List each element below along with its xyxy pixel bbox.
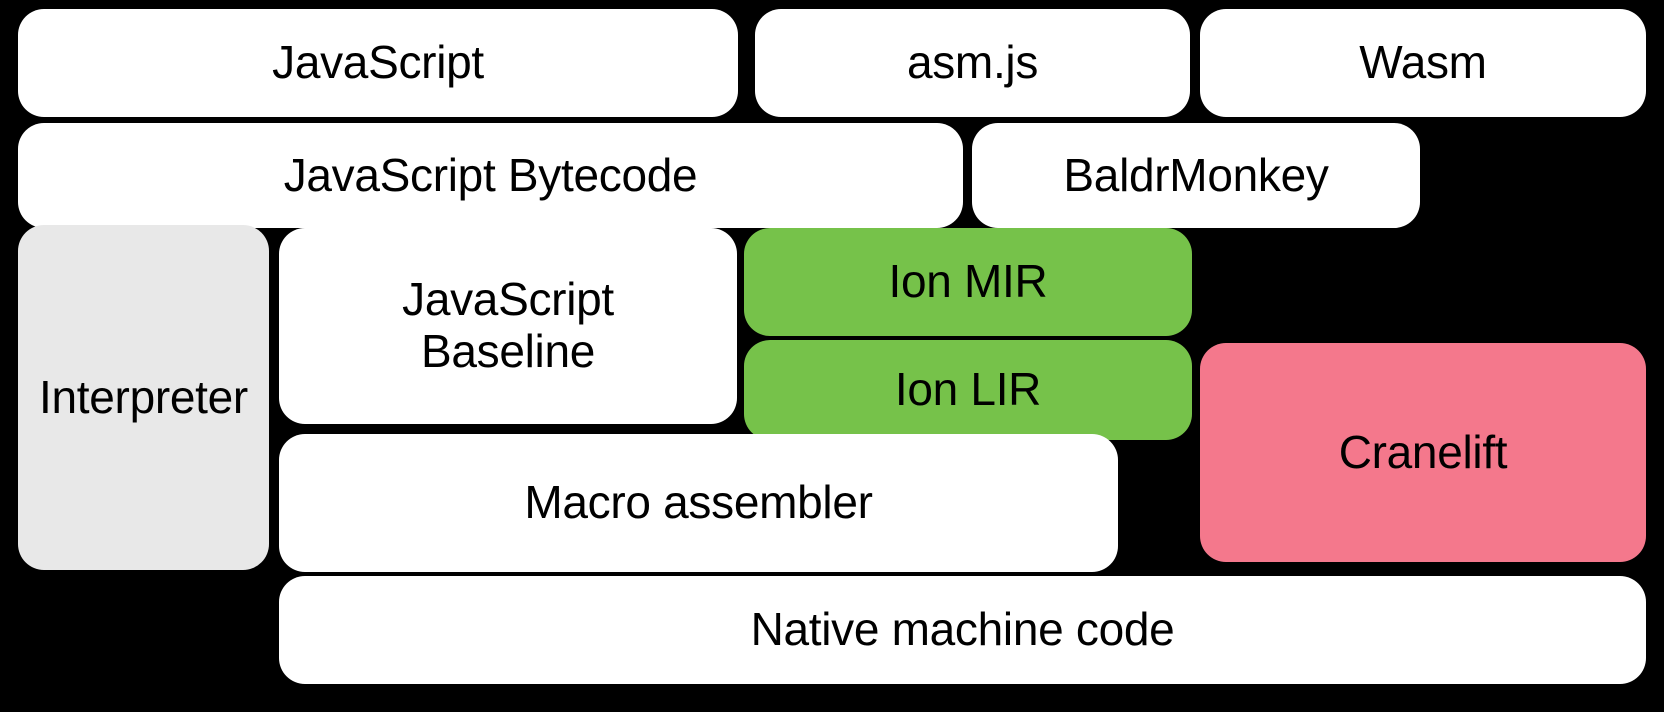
node-asm-js: asm.js bbox=[755, 9, 1190, 117]
node-javascript: JavaScript bbox=[18, 9, 738, 117]
node-native-machine-code: Native machine code bbox=[279, 576, 1646, 684]
node-ion-mir: Ion MIR bbox=[744, 228, 1192, 336]
node-wasm: Wasm bbox=[1200, 9, 1646, 117]
node-ion-lir: Ion LIR bbox=[744, 340, 1192, 440]
node-baldrmonkey: BaldrMonkey bbox=[972, 123, 1420, 228]
node-macro-assembler: Macro assembler bbox=[279, 434, 1118, 572]
node-cranelift: Cranelift bbox=[1200, 343, 1646, 562]
node-javascript-bytecode: JavaScript Bytecode bbox=[18, 123, 963, 228]
node-javascript-baseline: JavaScript Baseline bbox=[279, 228, 737, 424]
node-interpreter: Interpreter bbox=[18, 225, 269, 570]
